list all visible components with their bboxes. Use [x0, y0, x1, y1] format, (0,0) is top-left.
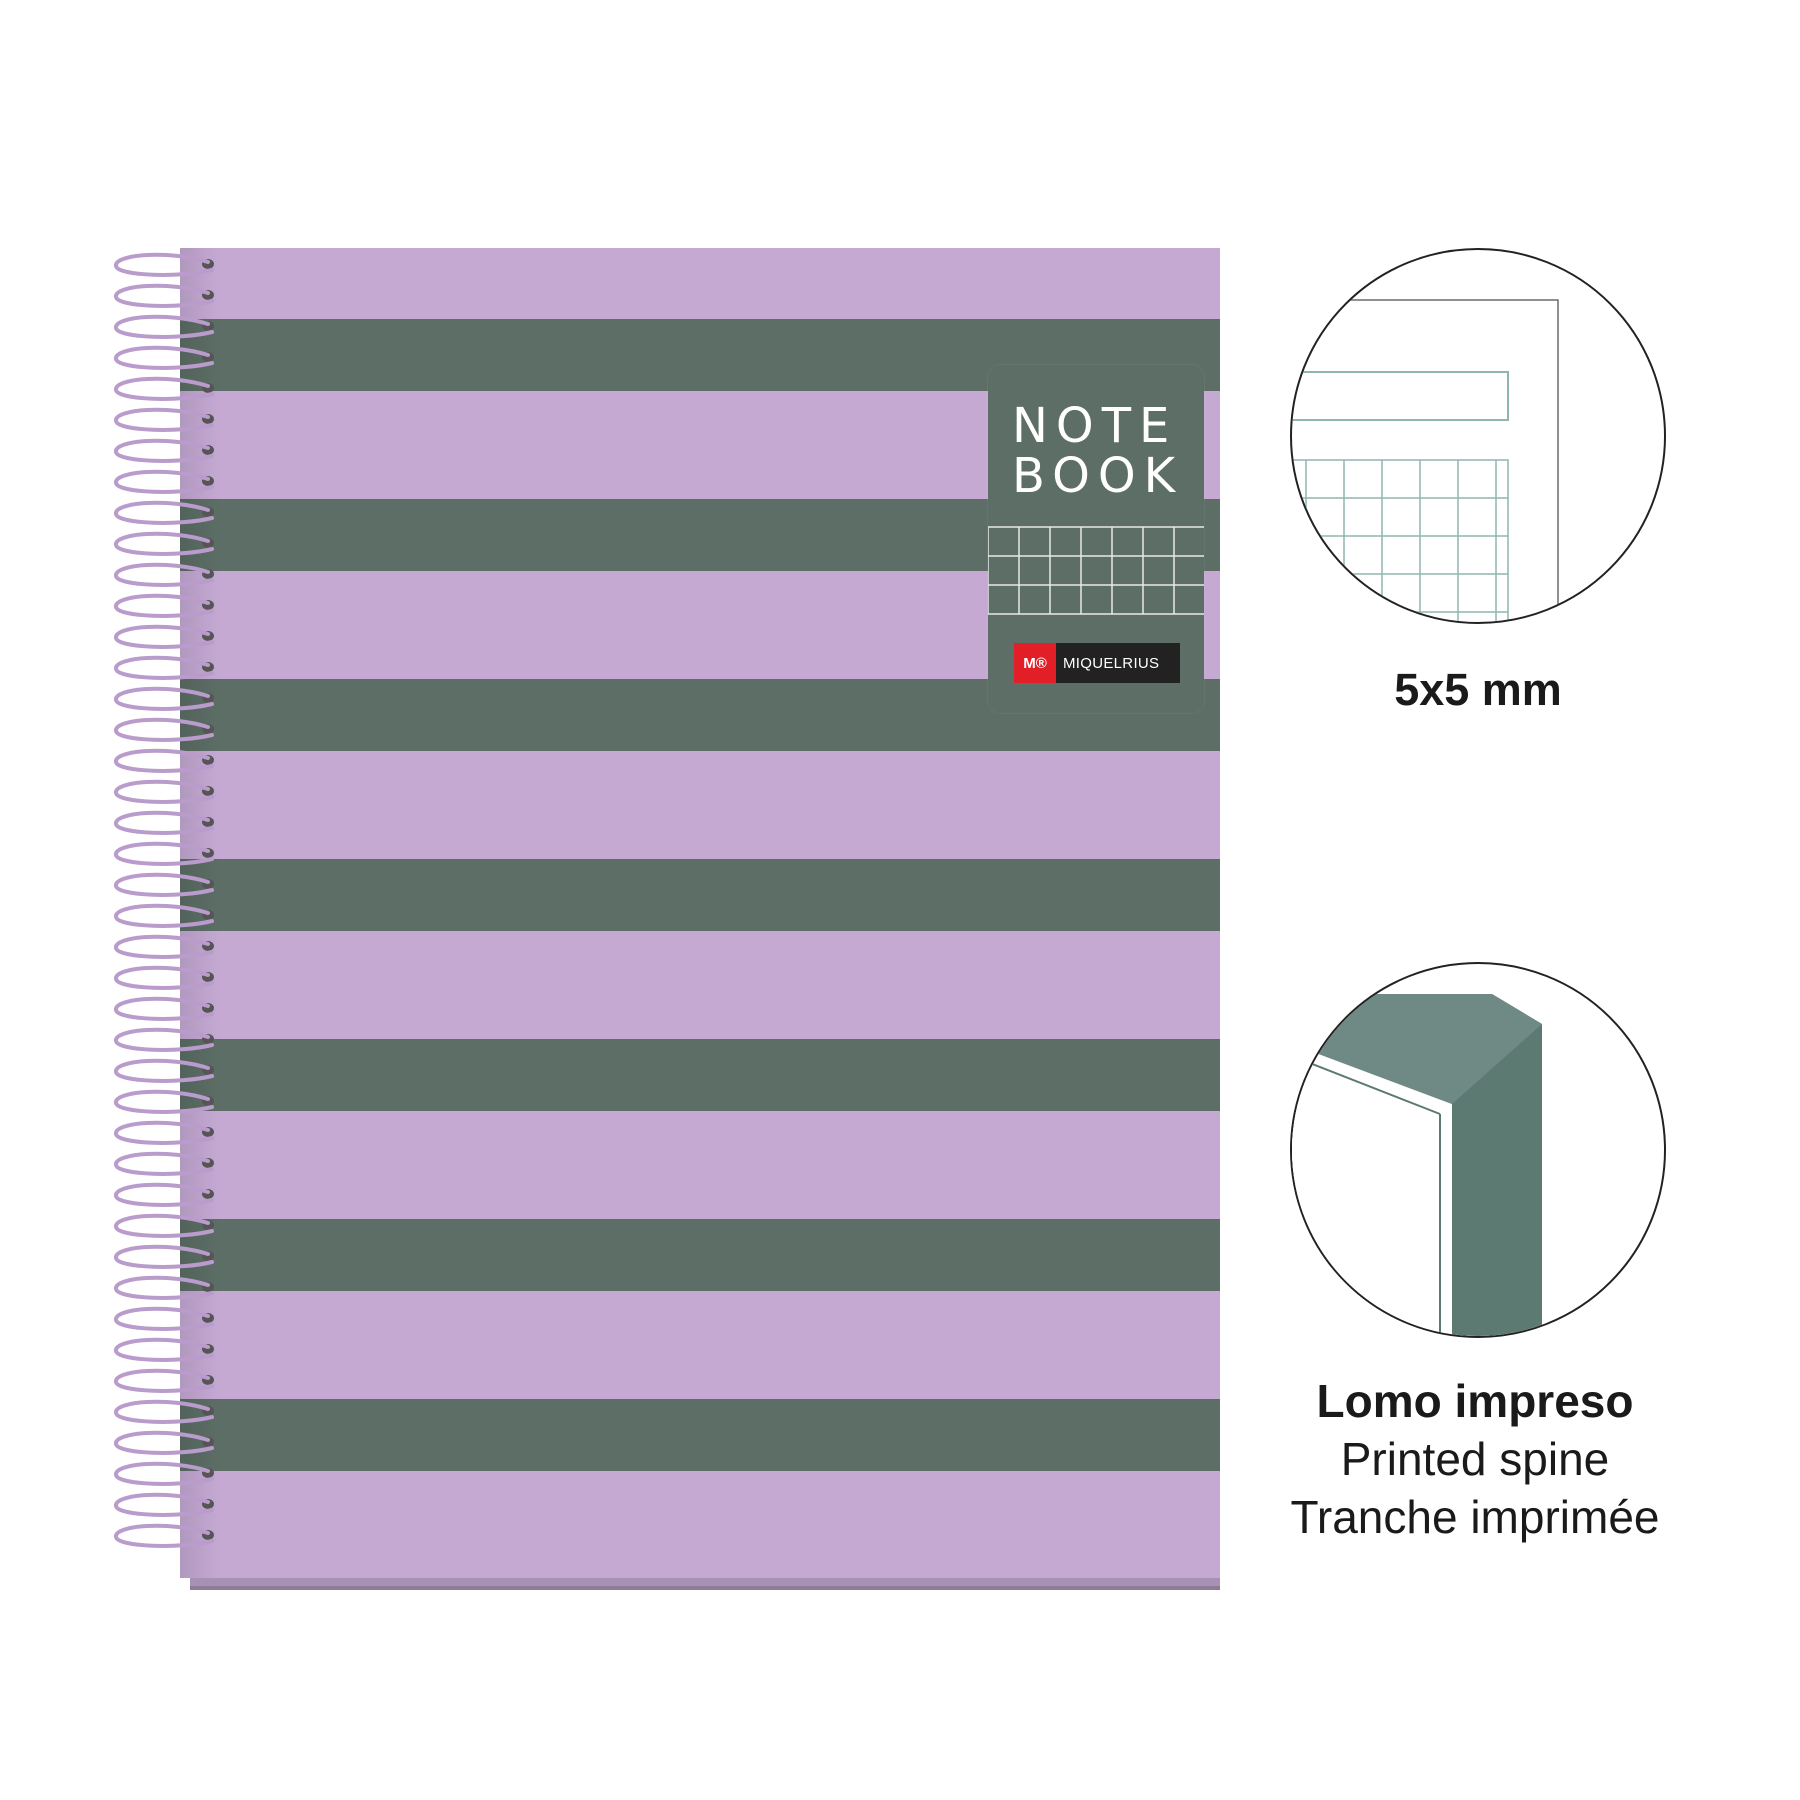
notebook-cover: NOTE BOOK M® — [180, 248, 1220, 1578]
page-block-edge-shadow — [190, 1586, 1220, 1590]
grid-paper-icon — [1292, 299, 1559, 622]
printed-spine-icon — [1292, 994, 1547, 1336]
brand-mark: M® — [1014, 643, 1056, 683]
cover-label: NOTE BOOK M® — [988, 365, 1204, 713]
brand-name: MIQUELRIUS — [1063, 654, 1160, 672]
cover-stripe — [180, 1219, 1220, 1291]
grid-detail-circle — [1290, 248, 1666, 624]
spine-caption-fr: Tranche imprimée — [1290, 1491, 1660, 1543]
grid-size-caption: 5x5 mm — [1394, 664, 1562, 715]
cover-stripe — [180, 859, 1220, 931]
label-grid-icon — [988, 526, 1204, 615]
notebook-product-image: NOTE BOOK M® — [110, 248, 1220, 1590]
label-title-line1: NOTE — [1012, 398, 1178, 454]
label-title-line2: BOOK — [1012, 448, 1184, 504]
spine-caption: Lomo impreso Printed spine Tranche impri… — [1240, 1372, 1710, 1546]
spiral-binding-icon — [114, 252, 214, 1548]
cover-stripe — [180, 1399, 1220, 1471]
cover-stripe — [180, 1039, 1220, 1111]
spine-detail-circle — [1290, 962, 1666, 1338]
spine-caption-es: Lomo impreso — [1316, 1375, 1634, 1427]
label-title: NOTE BOOK — [1012, 401, 1192, 501]
spine-caption-en: Printed spine — [1340, 1433, 1610, 1485]
brand-logo: M® MIQUELRIUS — [1014, 643, 1180, 683]
